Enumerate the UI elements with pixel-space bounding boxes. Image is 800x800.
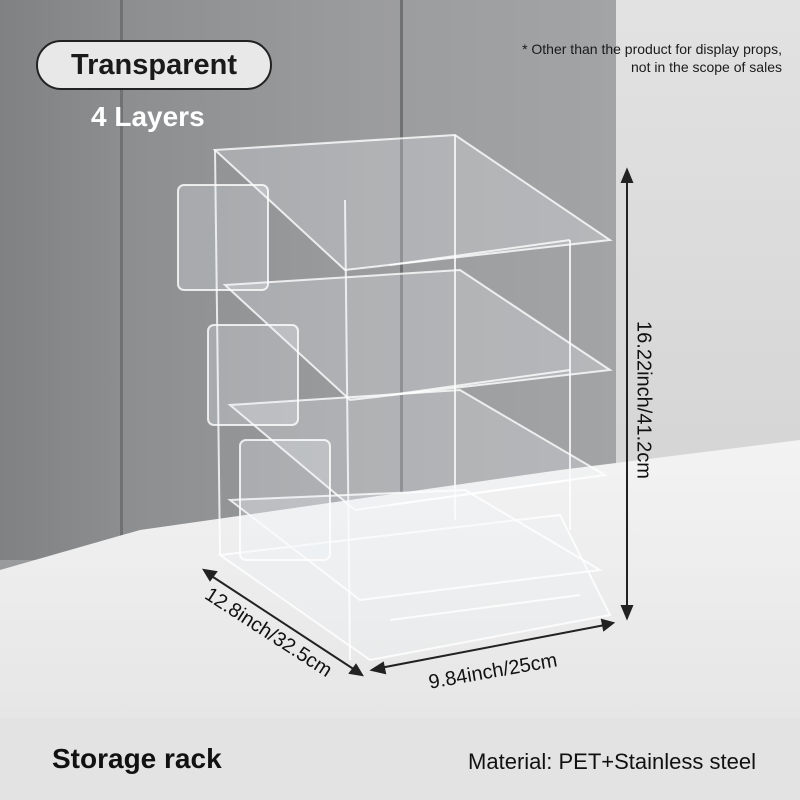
shelf-rod <box>389 594 581 621</box>
wall-panel-seam <box>120 0 123 560</box>
shelf-rod <box>389 369 571 396</box>
side-bin <box>207 324 299 426</box>
shelf-1 <box>212 133 613 272</box>
disclaimer-line: not in the scope of sales <box>631 59 782 75</box>
width-dimension-line <box>379 624 606 669</box>
depth-dimension-line <box>209 574 356 671</box>
transparent-badge: Transparent <box>36 40 272 90</box>
side-bin <box>239 439 331 561</box>
wall-panel-seam <box>400 0 403 560</box>
arrowhead-icon <box>202 568 218 582</box>
badge-label: Transparent <box>71 48 237 81</box>
shelf-2 <box>222 268 613 402</box>
height-label: 16.22inch/41.2cm <box>632 321 655 479</box>
shelf-3 <box>227 388 608 512</box>
product-name: Storage rack <box>52 743 222 774</box>
shelf-rod <box>389 479 571 506</box>
disclaimer-line: * Other than the product for display pro… <box>522 41 782 57</box>
footer-band <box>0 718 800 800</box>
side-bin <box>177 184 269 291</box>
arrowhead-icon <box>600 618 616 632</box>
arrowhead-icon <box>348 663 364 677</box>
material-label: Material: PET+Stainless steel <box>468 749 756 774</box>
disclaimer-note: * Other than the product for display pro… <box>522 40 782 76</box>
frame-post <box>214 149 221 556</box>
shelf-rod <box>389 239 571 266</box>
shelf-4 <box>227 488 604 602</box>
layers-label: 4 Layers <box>91 101 205 132</box>
arrowhead-icon <box>369 661 387 675</box>
arrowhead-icon <box>620 167 634 183</box>
base-tray <box>217 513 612 662</box>
arrowhead-icon <box>620 605 634 621</box>
